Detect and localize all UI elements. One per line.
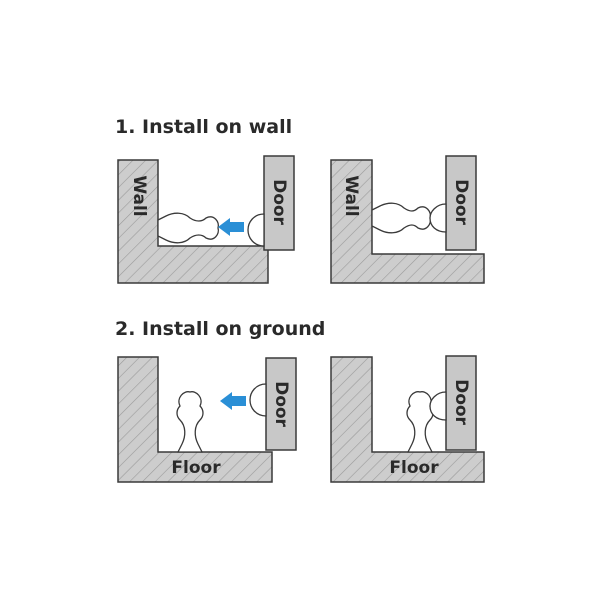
wall-floor-structure bbox=[330, 159, 485, 284]
wall-floor-structure bbox=[117, 356, 273, 483]
section-title-ground: 2. Install on ground bbox=[115, 318, 326, 340]
door bbox=[265, 357, 297, 451]
door-label: Door bbox=[269, 179, 289, 225]
door-stopper-icon bbox=[406, 391, 434, 453]
door-label: Door bbox=[271, 381, 291, 427]
door-label: Door bbox=[451, 179, 471, 225]
magnet-catch-icon bbox=[429, 203, 447, 233]
wall-label: Wall bbox=[341, 175, 361, 216]
door-stopper-icon bbox=[371, 202, 432, 234]
floor-label: Floor bbox=[171, 458, 221, 478]
magnet-catch-icon bbox=[429, 391, 447, 421]
panel-wall-after: Wall Door bbox=[330, 155, 485, 284]
wall-floor-structure bbox=[330, 356, 485, 483]
section-title-wall: 1. Install on wall bbox=[115, 116, 293, 138]
floor-label: Floor bbox=[389, 458, 439, 478]
panel-ground-before: Floor Door bbox=[117, 356, 297, 483]
arrow-icon bbox=[220, 392, 246, 410]
panel-wall-before: Wall Door bbox=[117, 155, 295, 284]
door-stopper-icon bbox=[176, 391, 204, 453]
magnet-catch-icon bbox=[247, 213, 265, 247]
door bbox=[263, 155, 295, 251]
door-stopper-icon bbox=[157, 212, 220, 244]
door-label: Door bbox=[451, 379, 471, 425]
door bbox=[445, 155, 477, 251]
panel-ground-after: Floor Door bbox=[330, 355, 485, 483]
magnet-catch-icon bbox=[249, 383, 267, 417]
wall-label: Wall bbox=[129, 175, 149, 216]
arrow-icon bbox=[218, 218, 244, 236]
